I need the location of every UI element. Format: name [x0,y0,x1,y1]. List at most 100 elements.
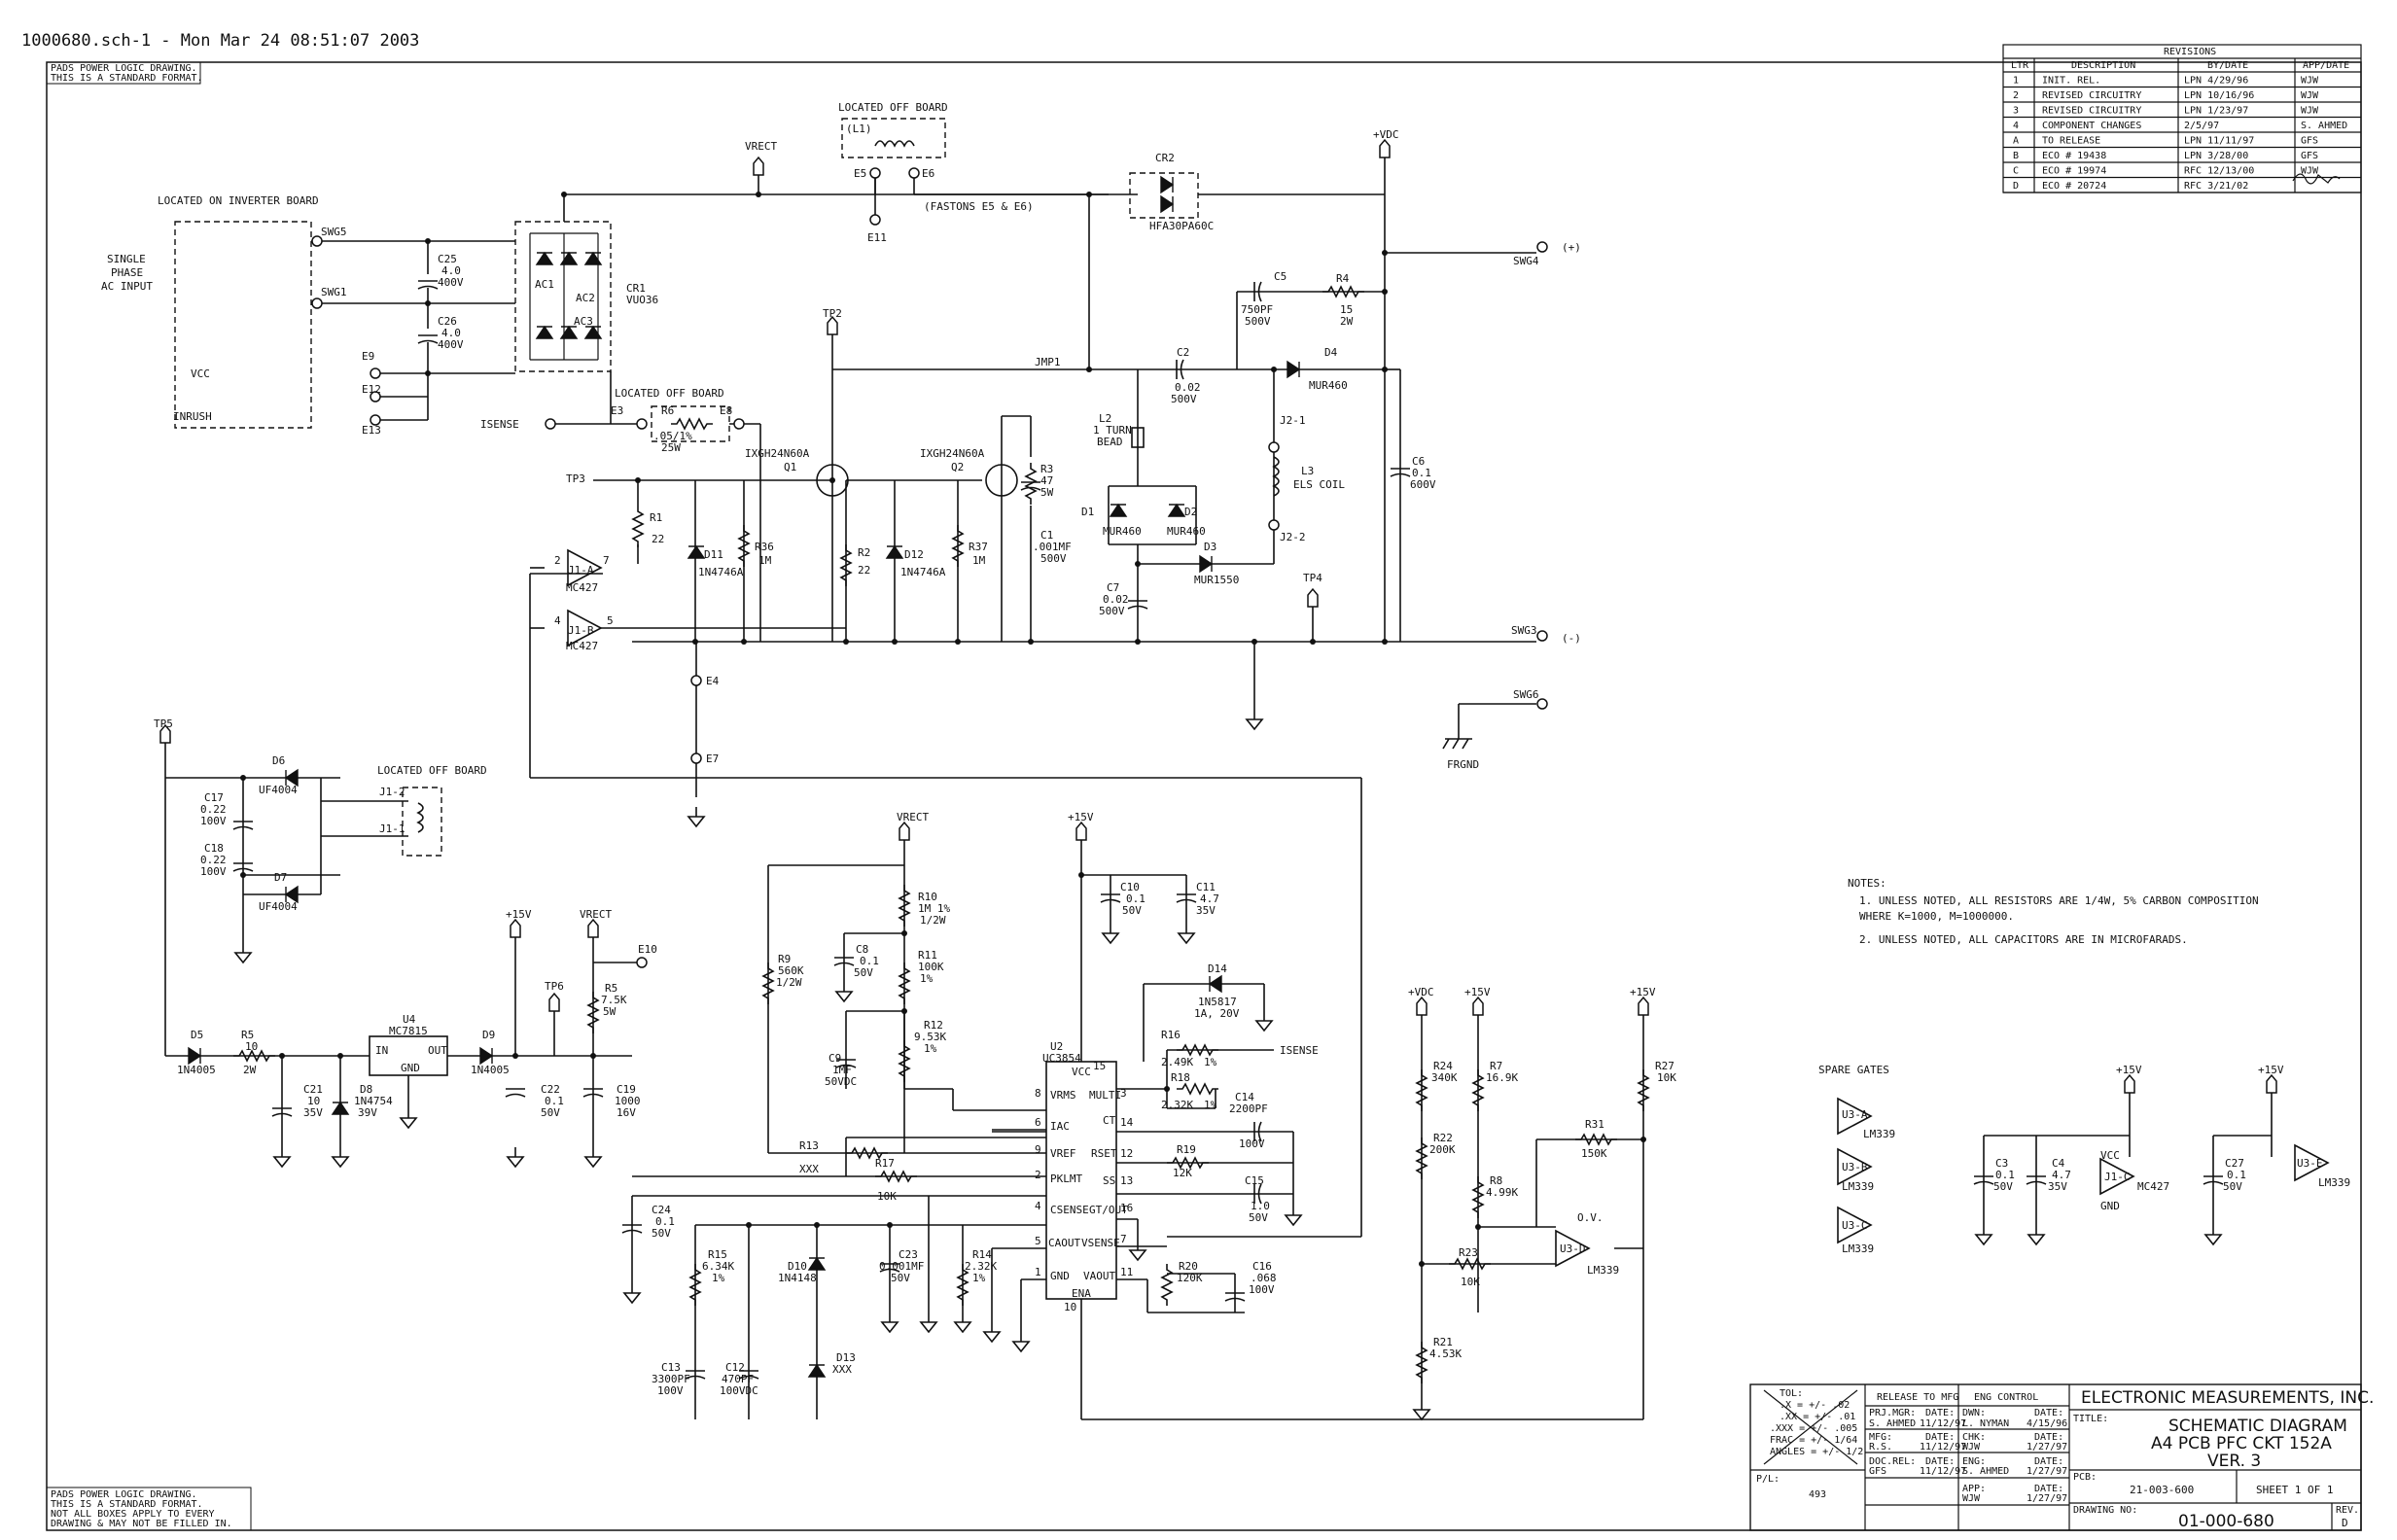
label-vrect1: VRECT [745,140,777,153]
r2-resistor [839,544,853,586]
c21-capacitor-plate [271,1112,293,1117]
pcb-number: 21-003-600 [2130,1484,2194,1496]
junction-dot [901,930,907,936]
vdc-flag [1379,138,1391,158]
label-swg1: SWG1 [321,286,347,298]
junction-dot [814,1222,820,1228]
label-e13: E13 [362,424,381,437]
label-r18w: 1% [1204,1099,1217,1111]
revision-cell: LPN 10/16/96 [2184,90,2254,101]
pl-value: 493 [1809,1489,1826,1500]
label-c23w: 50V [891,1272,910,1284]
label-c27v: 0.1 [2227,1169,2246,1181]
revision-cell: WJW [2301,106,2319,117]
revisions-col-ltr: LTR [2011,60,2029,71]
eng-name: S. AHMED [1962,1466,2009,1477]
label-acin: AC INPUT [101,280,153,293]
label-c8v: 0.1 [860,955,879,967]
vrect-flag-3 [899,821,910,841]
label-mc427a: MC427 [566,581,598,594]
inverter-board-outline [174,221,312,429]
label-r10w: 1/2W [920,914,946,927]
label-spare: SPARE GATES [1818,1064,1889,1076]
label-c7v: 0.02 [1103,593,1129,606]
label-vuo36: VUO36 [626,294,658,306]
junction-dot [1475,1224,1481,1230]
revision-cell: B [2013,151,2019,161]
label-e7: E7 [706,752,719,765]
label-isense2: ISENSE [1280,1044,1319,1057]
label-pin_vaout: VAOUT [1083,1270,1115,1282]
label-d9v: 1N4005 [471,1064,510,1076]
label-tp5: TP5 [154,718,173,730]
ground-symbol [687,807,706,828]
c24-capacitor-plate [621,1229,643,1234]
label-c7w: 500V [1099,605,1125,617]
revision-cell: RFC 3/21/02 [2184,181,2248,192]
ground-symbol [233,943,253,964]
label-r6w: 25W [661,441,681,454]
label-r37: R37 [969,541,988,553]
prj-mgr-name: S. AHMED [1869,1418,1916,1429]
r20-resistor [1160,1264,1174,1306]
label-mc427c: MC427 [2137,1180,2169,1193]
note-line: 2. UNLESS NOTED, ALL CAPACITORS ARE IN M… [1859,933,2188,946]
label-pin_vref: VREF [1050,1147,1076,1160]
tol-line: .XX = +/- .01 [1780,1412,1855,1422]
note-line: WHERE K=1000, M=1000000. [1859,910,2014,923]
junction-dot [1086,192,1092,197]
label-r10v: 1M 1% [918,902,950,915]
label-r23v: 10K [1461,1276,1480,1288]
label-q1: Q1 [784,461,796,473]
r31-resistor [1575,1133,1617,1146]
dwn-label: DWN: [1962,1408,1986,1418]
label-c21w: 35V [303,1106,323,1119]
label-l3: L3 [1301,465,1314,477]
label-lm339a: LM339 [1863,1128,1895,1140]
label-pin_gnd: GND [1050,1270,1070,1282]
label-els: ELS COIL [1293,478,1345,491]
ground-symbol [1011,1332,1031,1353]
label-c10: C10 [1120,881,1140,893]
label-e6: E6 [922,167,934,180]
label-tp2: TP2 [823,307,842,320]
c23-capacitor-plate [879,1268,900,1273]
tol-line: FRAC = +/- 1/64 [1770,1435,1857,1446]
ground-symbol [331,1147,350,1169]
label-r8v: 4.99K [1486,1186,1518,1199]
label-e8: E8 [720,404,732,417]
tp5-flag [159,723,171,744]
label-d11v: 1N4746A [698,566,744,578]
dwn-date: 4/15/96 [2027,1418,2067,1429]
c13-capacitor-plate [685,1375,706,1380]
junction-dot [1640,1137,1646,1142]
docrel-name: GFS [1869,1466,1886,1477]
label-r9v: 560K [778,964,804,977]
label-ac1: AC1 [535,278,554,291]
label-r24v: 340K [1431,1071,1458,1084]
label-d2: D2 [1184,506,1197,518]
label-u3b: U3-B [1842,1161,1868,1173]
label-d3: D3 [1204,541,1216,553]
junction-dot [829,477,835,483]
stamp-line: DRAWING & MAY NOT BE FILLED IN. [51,1519,232,1529]
c17-capacitor-plate [232,825,254,830]
label-c2v: 0.02 [1175,381,1201,394]
label-d10: D10 [788,1260,807,1273]
label-d13v: XXX [832,1363,852,1376]
c16-capacitor-plate [1224,1297,1246,1302]
e9-terminal [370,368,381,379]
r13-resistor [846,1146,888,1160]
revision-cell: WJW [2301,90,2319,101]
label-inrush: INRUSH [173,410,212,423]
label-r36v: 1M [758,554,772,567]
label-p7: 7 [603,554,610,567]
junction-dot [1086,367,1092,372]
label-n1: 1 [1035,1266,1041,1278]
label-r15v: 6.34K [702,1260,734,1273]
label-p4: 4 [554,614,561,627]
cr1-diode-2 [583,251,603,265]
label-c23: C23 [899,1248,918,1261]
label-p15c: +15V [1464,986,1491,998]
junction-dot [955,639,961,645]
